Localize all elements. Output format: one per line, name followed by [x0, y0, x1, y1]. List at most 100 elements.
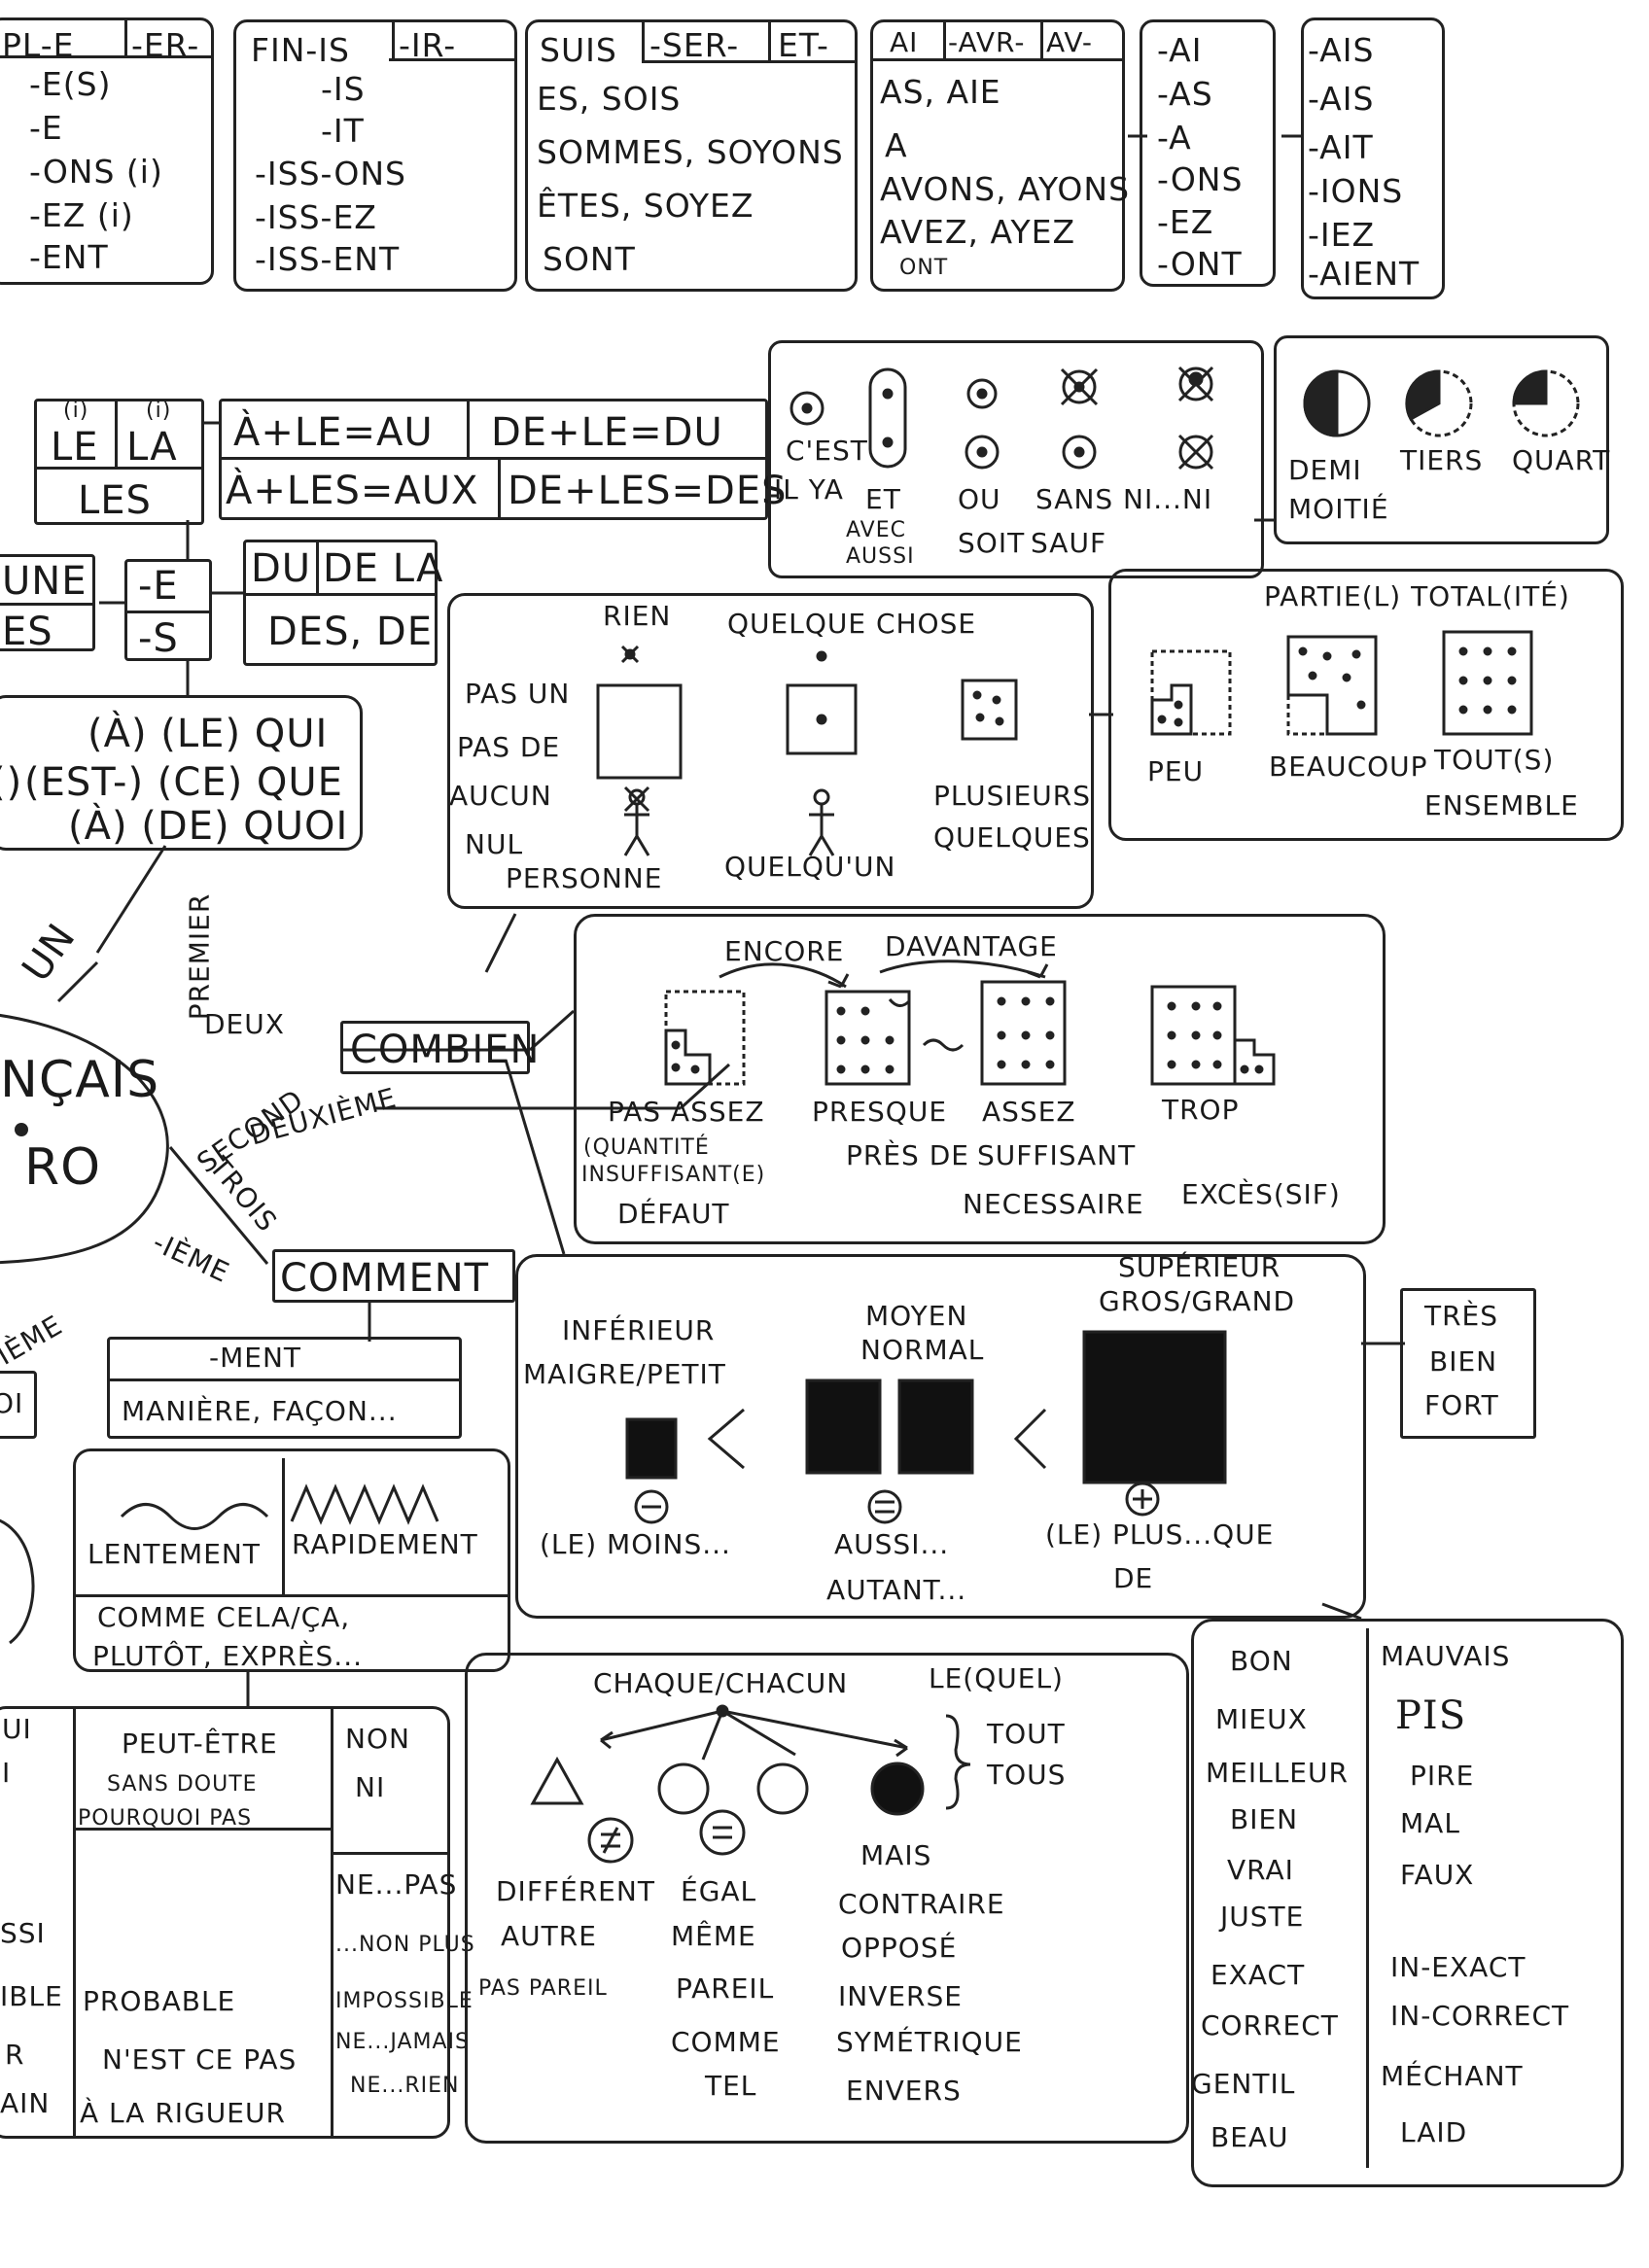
- sets-tout: TOUT: [987, 1718, 1066, 1750]
- suffix-s: -S: [138, 616, 179, 661]
- relative-line: (À) (DE) QUOI: [68, 804, 349, 849]
- oi-box: [0, 1371, 37, 1439]
- conj-futur-row: -AS: [1157, 75, 1213, 113]
- modality-middle: N'EST CE PAS: [102, 2043, 298, 2076]
- quantity-right: PLUSIEURS: [933, 780, 1092, 812]
- wheel-spoke: PREMIER: [183, 892, 216, 1021]
- contraction-au: À+LE=AU: [233, 410, 434, 455]
- conj-avoir-row: AVONS, AYONS: [880, 170, 1131, 208]
- modality-middle: PEUT-ÊTRE: [122, 1727, 278, 1760]
- modality-partial: R: [5, 2039, 25, 2071]
- sets-col2: PAREIL: [676, 1972, 775, 2005]
- comparison-label: GROS/GRAND: [1099, 1285, 1296, 1317]
- combien-label-col1: PAS ASSEZ: [608, 1096, 765, 1128]
- sets-col3: ENVERS: [846, 2075, 962, 2107]
- conj-er-row: -ENT: [29, 238, 109, 276]
- sets-header: LE(QUEL): [929, 1662, 1064, 1694]
- contraction-aux: À+LES=AUX: [226, 469, 479, 513]
- conj-futur-row: -EZ: [1157, 203, 1214, 241]
- combien-label-col3: NECESSAIRE: [963, 1188, 1144, 1220]
- combien-label: COMBIEN: [350, 1028, 541, 1072]
- comparison-box: [515, 1254, 1366, 1619]
- modality-partial: UI: [2, 1713, 32, 1745]
- combien-box: [574, 914, 1386, 1244]
- article-de-la: DE LA: [323, 546, 444, 591]
- combien-label-col2: PRÈS DE: [846, 1139, 969, 1171]
- modality-middle: À LA RIGUEUR: [80, 2097, 286, 2129]
- quality-bad: PIRE: [1410, 1760, 1475, 1792]
- conj-er-row: -EZ (i): [29, 196, 134, 234]
- combien-arrow-label: ENCORE: [724, 935, 845, 967]
- conj-ir-row: -ISS-ONS: [255, 155, 406, 192]
- sets-col1: DIFFÉRENT: [496, 1875, 655, 1907]
- articles-le-la-box: [34, 399, 204, 525]
- quality-box: [1191, 1619, 1624, 2187]
- modality-partial: SSI: [0, 1917, 46, 1949]
- quality-bad: IN-CORRECT: [1390, 2000, 1570, 2032]
- quality-bad: PIS: [1395, 1693, 1467, 1738]
- quantity-right: QUELQUES: [933, 821, 1091, 854]
- quality-good: EXACT: [1210, 1959, 1306, 1991]
- manner-footer: COMME CELA/ÇA,: [97, 1601, 351, 1633]
- logic-label: OU: [958, 483, 1001, 515]
- fraction-label: TIERS: [1400, 444, 1484, 476]
- modality-right: NE...RIEN: [350, 2074, 460, 2098]
- conj-imparfait-row: -IONS: [1308, 172, 1404, 210]
- conj-futur-row: -AI: [1157, 31, 1203, 69]
- manner-fast: RAPIDEMENT: [292, 1528, 478, 1560]
- conj-imparfait-row: -AIS: [1308, 31, 1375, 69]
- quality-good: MEILLEUR: [1206, 1757, 1349, 1789]
- article-es: ES: [2, 610, 53, 654]
- quality-good: BIEN: [1230, 1803, 1299, 1835]
- conj-ir-row: -IS: [321, 70, 366, 108]
- conj-er-row: -E(S): [29, 65, 112, 103]
- relative-partial: (): [0, 760, 23, 805]
- quality-bad: FAUX: [1400, 1859, 1475, 1891]
- manner-box: [107, 1337, 462, 1439]
- article-les: LES: [78, 478, 152, 523]
- conj-ir-box: [233, 19, 517, 292]
- quantity-left: NUL: [465, 828, 524, 860]
- conj-etre-header-1: SUIS: [540, 31, 617, 69]
- manner-footer: PLUTÔT, EXPRÈS...: [92, 1640, 364, 1672]
- quality-bad: MAL: [1400, 1807, 1460, 1839]
- conj-er-row: -E: [29, 109, 63, 147]
- article-la: LA: [126, 425, 178, 470]
- contraction-des: DE+LES=DES: [508, 469, 788, 513]
- conj-imparfait-box: [1301, 17, 1445, 299]
- conj-etre-row: ÊTES, SOYEZ: [537, 187, 754, 225]
- intensity-word: BIEN: [1429, 1345, 1498, 1378]
- article-mark: (i): [146, 399, 172, 423]
- logic-label: SAUF: [1031, 527, 1107, 559]
- conj-ir-row: -ISS-EZ: [255, 198, 377, 236]
- conj-futur-row: -ONT: [1157, 245, 1243, 283]
- sets-col2: TEL: [705, 2070, 757, 2102]
- combien-arrow-label: DAVANTAGE: [885, 930, 1058, 962]
- sets-header: CHAQUE/CHACUN: [593, 1667, 849, 1699]
- conj-etre-row: SONT: [543, 240, 636, 278]
- fraction-label: DEMI: [1288, 454, 1362, 486]
- gender-number-box: [124, 559, 212, 661]
- quantity-top: RIEN: [603, 600, 672, 632]
- contraction-du: DE+LE=DU: [491, 410, 723, 455]
- sets-col1: AUTRE: [501, 1920, 597, 1952]
- logic-box: [768, 340, 1264, 578]
- comparison-label: MOYEN: [865, 1300, 968, 1332]
- combien-label-col1: (QUANTITÉ: [583, 1135, 710, 1160]
- comparison-label: MAIGRE/PETIT: [523, 1358, 726, 1390]
- sets-col3: SYMÉTRIQUE: [836, 2026, 1023, 2058]
- conj-etre-row: SOMMES, SOYONS: [537, 133, 844, 171]
- totality-header: PARTIE(L) TOTAL(ITÉ): [1264, 580, 1570, 612]
- quantity-left: AUCUN: [449, 780, 552, 812]
- combien-label-col2: PRESQUE: [812, 1096, 948, 1128]
- wheel-center-dot: [15, 1123, 28, 1136]
- quality-bad: MÉCHANT: [1381, 2060, 1524, 2092]
- quality-good: JUSTE: [1220, 1901, 1305, 1933]
- quantity-left: PAS DE: [457, 731, 561, 763]
- quality-good: BEAU: [1210, 2121, 1289, 2153]
- manner-header: -MENT: [209, 1342, 302, 1374]
- modality-right: NI: [355, 1771, 386, 1803]
- conj-avoir-header-3: AV-: [1046, 26, 1093, 58]
- quality-good: BON: [1230, 1645, 1293, 1677]
- modality-right: ...NON PLUS: [335, 1933, 475, 1957]
